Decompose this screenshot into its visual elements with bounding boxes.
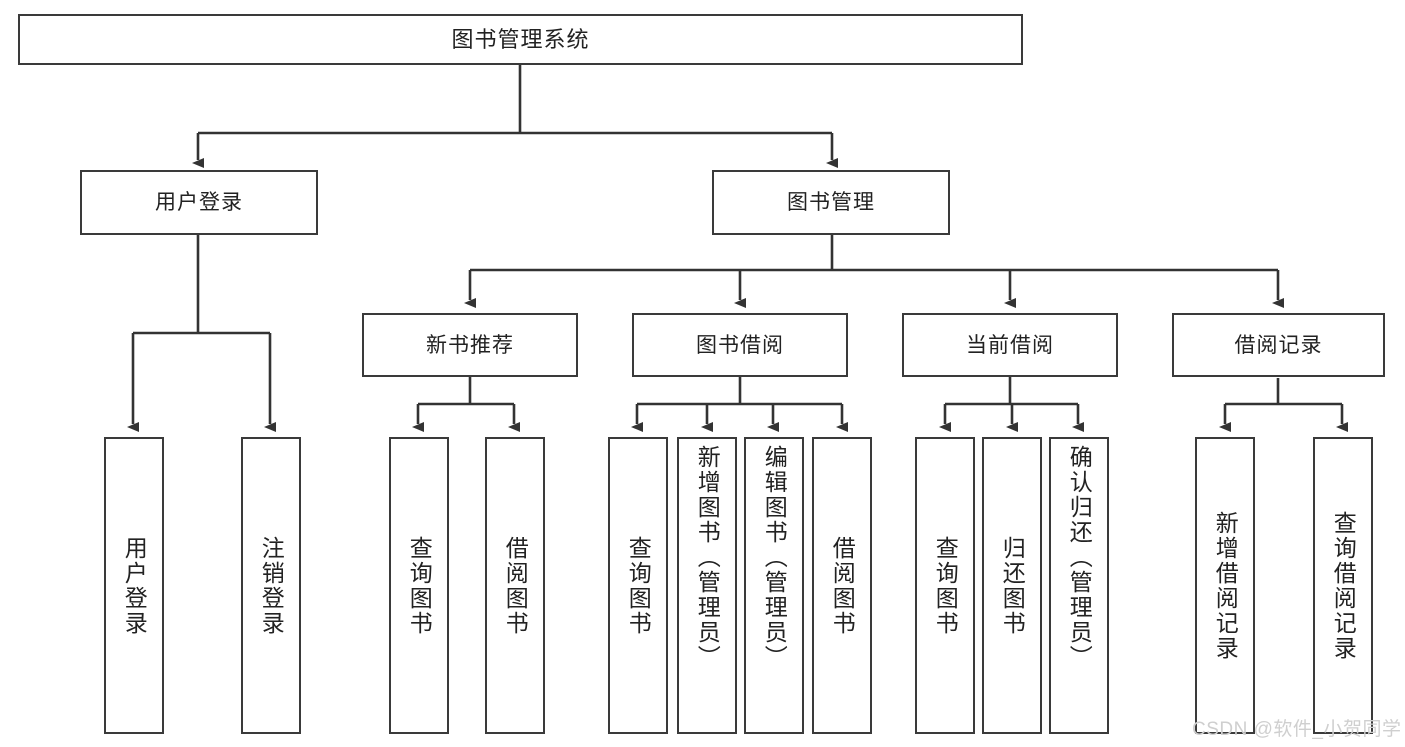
- node-label: 用户登录: [121, 535, 148, 636]
- node-leaf-add-book-admin[interactable]: 新增图书（管理员）: [677, 437, 737, 734]
- node-label: 注销登录: [258, 535, 285, 636]
- node-label: 借阅图书: [502, 535, 529, 636]
- node-borrow-record[interactable]: 借阅记录: [1172, 313, 1385, 377]
- node-leaf-return-book[interactable]: 归还图书: [982, 437, 1042, 734]
- node-book-borrow[interactable]: 图书借阅: [632, 313, 848, 377]
- node-label: 查询图书: [625, 535, 652, 636]
- node-new-book-recommend[interactable]: 新书推荐: [362, 313, 578, 377]
- node-root-book-management-system[interactable]: 图书管理系统: [18, 14, 1023, 65]
- node-leaf-add-borrow-record[interactable]: 新增借阅记录: [1195, 437, 1255, 734]
- node-leaf-user-login[interactable]: 用户登录: [104, 437, 164, 734]
- node-leaf-edit-book-admin[interactable]: 编辑图书（管理员）: [744, 437, 804, 734]
- node-label: 新书推荐: [426, 333, 514, 357]
- node-user-login[interactable]: 用户登录: [80, 170, 318, 235]
- node-label: 查询图书: [932, 535, 959, 636]
- node-label: 归还图书: [999, 535, 1026, 636]
- node-book-management[interactable]: 图书管理: [712, 170, 950, 235]
- node-label: 借阅图书: [829, 535, 856, 636]
- node-leaf-logout-login[interactable]: 注销登录: [241, 437, 301, 734]
- node-label: 当前借阅: [966, 333, 1054, 357]
- node-label: 确认归还（管理员）: [1066, 445, 1093, 670]
- node-label: 编辑图书（管理员）: [761, 445, 788, 670]
- node-label: 图书借阅: [696, 333, 784, 357]
- node-label: 图书管理系统: [451, 26, 590, 52]
- node-leaf-query-book-current[interactable]: 查询图书: [915, 437, 975, 734]
- node-leaf-query-borrow-record[interactable]: 查询借阅记录: [1313, 437, 1373, 734]
- node-leaf-query-book-recommend[interactable]: 查询图书: [389, 437, 449, 734]
- node-label: 用户登录: [155, 191, 243, 214]
- node-leaf-query-book-borrow[interactable]: 查询图书: [608, 437, 668, 734]
- node-label: 新增图书（管理员）: [694, 445, 721, 670]
- node-label: 借阅记录: [1234, 333, 1323, 357]
- node-leaf-borrow-book-recommend[interactable]: 借阅图书: [485, 437, 545, 734]
- node-label: 图书管理: [787, 191, 875, 214]
- node-leaf-confirm-return-admin[interactable]: 确认归还（管理员）: [1049, 437, 1109, 734]
- node-leaf-borrow-book[interactable]: 借阅图书: [812, 437, 872, 734]
- csdn-watermark: CSDN @软件_小贺同学: [1192, 719, 1402, 740]
- node-current-borrow[interactable]: 当前借阅: [902, 313, 1118, 377]
- node-label: 查询图书: [406, 535, 433, 636]
- node-label: 查询借阅记录: [1330, 510, 1357, 661]
- node-label: 新增借阅记录: [1212, 510, 1239, 661]
